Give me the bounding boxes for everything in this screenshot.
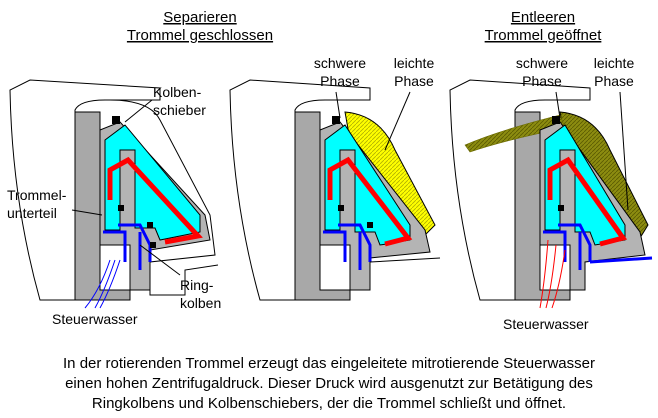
heading-left-line2: Trommel geschlossen xyxy=(127,27,273,44)
label-leichte-line1: leichte xyxy=(394,55,435,71)
caption-line1: In der rotierenden Trommel erzeugt das e… xyxy=(63,355,595,372)
housing-right-wall xyxy=(109,99,219,296)
caption-line2: einen hohen Zentrifugaldruck. Dieser Dru… xyxy=(65,375,593,392)
label-schwere3-line1: schwere xyxy=(516,55,568,71)
control-water-lines-3 xyxy=(543,223,653,270)
heading-left-line1: Separieren xyxy=(163,9,236,26)
label-trommel-line2: unterteil xyxy=(7,205,57,221)
panel-emptying xyxy=(449,79,653,309)
label-kolben-line1: Kolben- xyxy=(153,84,202,100)
control-water-lines xyxy=(103,223,152,270)
label-kolben-line2: schieber xyxy=(153,102,206,118)
red-channel-2 xyxy=(327,156,413,247)
label-schwere-line1: schwere xyxy=(314,55,366,71)
housing-outline-3 xyxy=(449,79,591,301)
label-ring-line1: Ring- xyxy=(180,277,214,293)
housing-outline-2 xyxy=(229,79,371,301)
caption-line3: Ringkolbens und Kolbenschiebers, der die… xyxy=(92,395,566,412)
panel-separating xyxy=(9,79,219,309)
panel-phases xyxy=(229,79,441,301)
label-schwere3-line2: Phase xyxy=(522,73,562,89)
control-water-lines-2 xyxy=(323,223,372,270)
outlet-line-2 xyxy=(369,257,441,263)
control-water-inflow xyxy=(84,259,121,309)
heading-right-line2: Trommel geöffnet xyxy=(485,27,603,44)
housing-outline xyxy=(9,79,161,301)
label-leichte3-line1: leichte xyxy=(594,55,635,71)
label-steuer-left: Steuerwasser xyxy=(52,311,138,327)
label-ring-line2: kolben xyxy=(180,295,221,311)
label-steuer-right: Steuerwasser xyxy=(503,316,589,332)
label-trommel-line1: Trommel- xyxy=(7,187,67,203)
label-leichte-line2: Phase xyxy=(394,73,434,89)
control-water-inflow-3 xyxy=(539,239,566,309)
red-channel-3 xyxy=(547,156,628,247)
label-schwere-line2: Phase xyxy=(320,73,360,89)
red-channel xyxy=(107,156,203,245)
heading-right-line1: Entleeren xyxy=(511,9,575,26)
label-leichte3-line2: Phase xyxy=(594,73,634,89)
